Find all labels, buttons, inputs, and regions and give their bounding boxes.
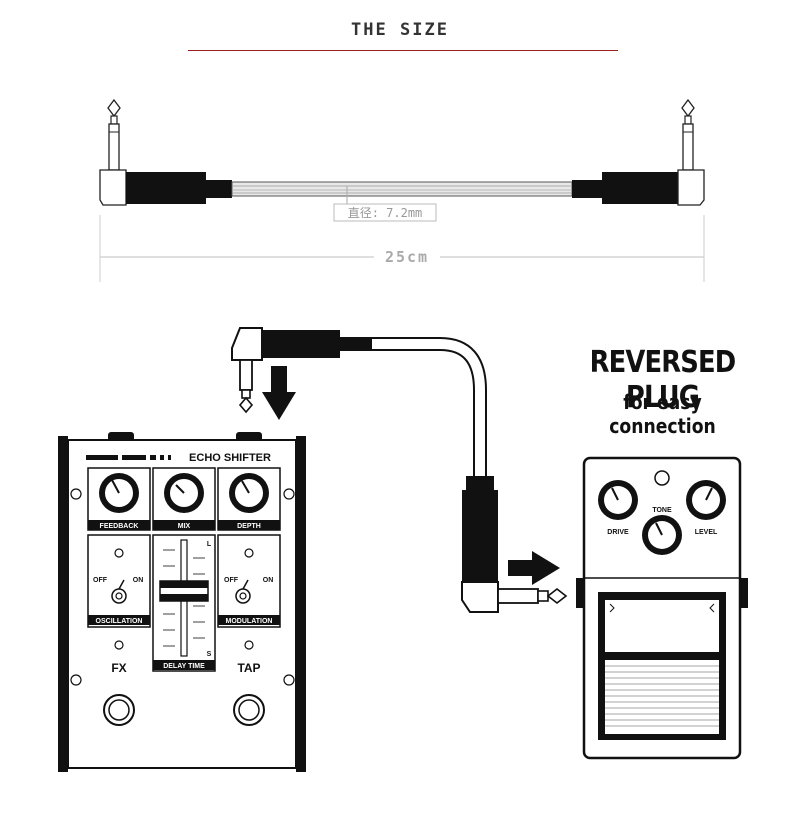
delay-time-label: DELAY TIME: [163, 663, 205, 670]
tone-knob[interactable]: TONE: [642, 507, 682, 555]
delay-time-slider[interactable]: L S DELAY TIME: [152, 534, 216, 672]
modulation-switch[interactable]: OFF ON MODULATION: [217, 534, 281, 628]
oscillation-label: OSCILLATION: [96, 618, 143, 625]
mix-knob[interactable]: MIX: [152, 467, 216, 531]
drive-pedal: DRIVE TONE LEVEL: [576, 456, 748, 760]
depth-knob[interactable]: DEPTH: [217, 467, 281, 531]
tone-label: TONE: [652, 507, 672, 514]
cable-size-drawing: 直径: 7.2mm 25cm: [99, 98, 705, 282]
oscillation-on-label: ON: [133, 577, 144, 584]
diameter-label: 直径: 7.2mm: [348, 206, 423, 220]
oscillation-switch[interactable]: OFF ON OSCILLATION: [87, 534, 151, 628]
modulation-label: MODULATION: [226, 618, 273, 625]
promo-headline: REVERSED PLUG: [589, 345, 737, 415]
modulation-on-label: ON: [263, 577, 274, 584]
tap-label: TAP: [237, 661, 260, 675]
drive-footswitch[interactable]: [598, 592, 726, 740]
left-strain-relief: [206, 180, 232, 198]
promo-subline: for easy connection: [609, 390, 716, 438]
length-label: 25cm: [385, 248, 429, 266]
fx-label: FX: [111, 661, 126, 675]
mix-label: MIX: [178, 523, 191, 530]
feedback-label: FEEDBACK: [100, 523, 139, 530]
modulation-off-label: OFF: [224, 577, 239, 584]
drive-knob[interactable]: DRIVE: [598, 480, 638, 536]
right-plug-boot: [602, 172, 678, 204]
oscillation-off-label: OFF: [93, 577, 108, 584]
level-knob[interactable]: LEVEL: [686, 480, 726, 536]
right-arrow-icon: [508, 551, 560, 585]
right-strain-relief: [572, 180, 602, 198]
connection-cable: [231, 327, 568, 613]
slider-top-label: L: [207, 541, 212, 548]
left-plug-boot: [126, 172, 206, 204]
level-label: LEVEL: [695, 529, 718, 536]
pedal-name: ECHO SHIFTER: [189, 452, 271, 464]
tap-footswitch[interactable]: [233, 694, 265, 726]
down-arrow-icon: [262, 366, 296, 420]
slider-bottom-label: S: [207, 651, 212, 658]
echo-shifter-pedal: ECHO SHIFTER FEEDBACK MIX: [58, 432, 306, 772]
left-plug-tip: [99, 98, 127, 206]
title-underline: [188, 50, 618, 51]
depth-label: DEPTH: [237, 523, 261, 530]
drive-label: DRIVE: [607, 529, 629, 536]
fx-footswitch[interactable]: [103, 694, 135, 726]
right-plug-tip: [677, 98, 705, 206]
braided-cable: [231, 181, 573, 197]
page-title: THE SIZE: [351, 20, 449, 40]
feedback-knob[interactable]: FEEDBACK: [87, 467, 151, 531]
